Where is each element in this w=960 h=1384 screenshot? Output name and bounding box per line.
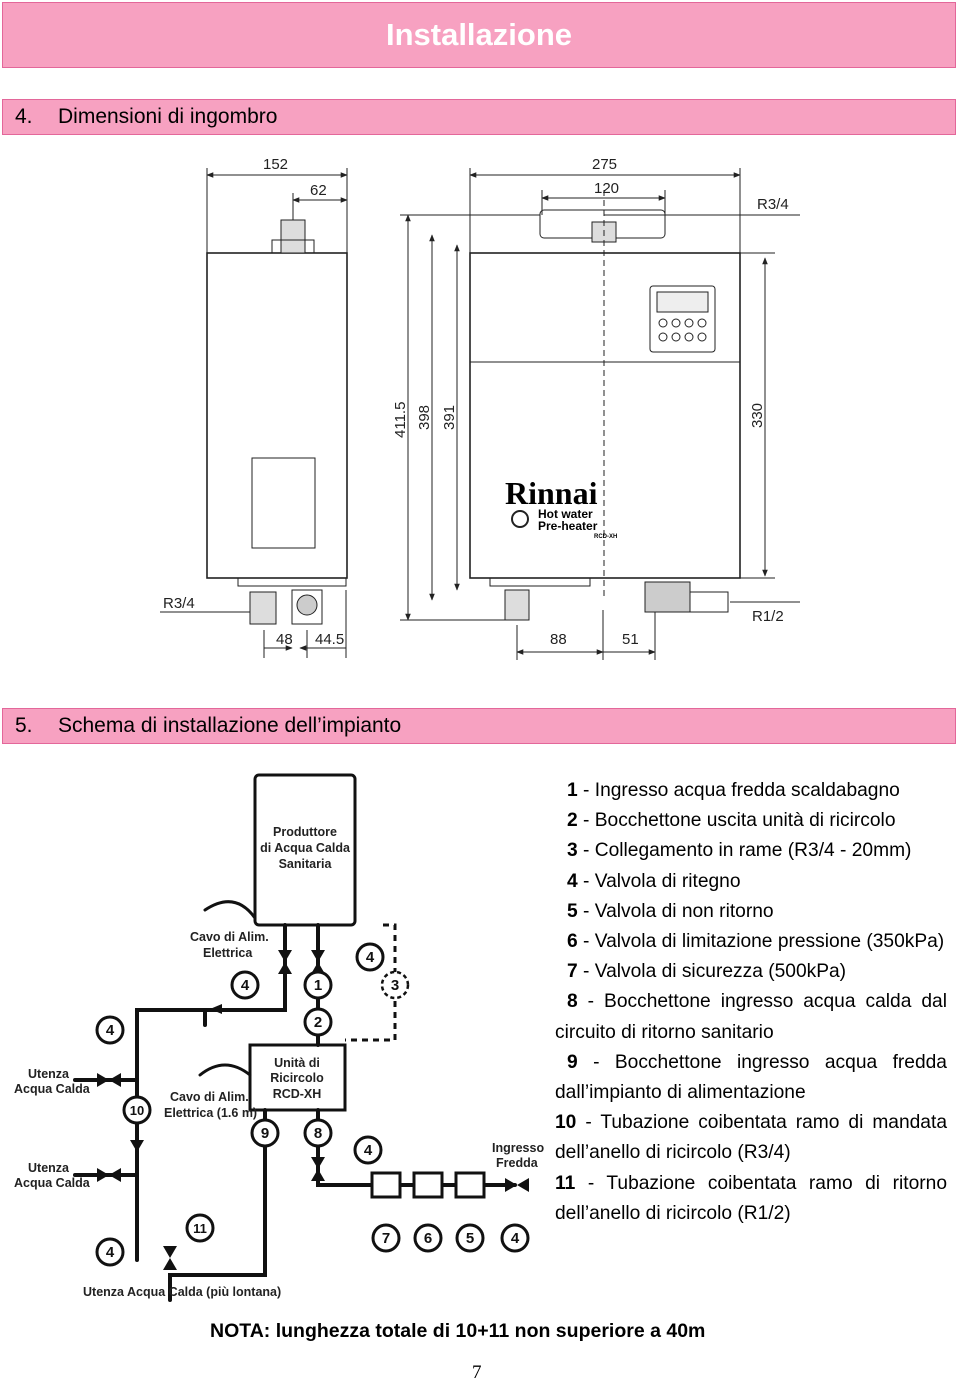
installation-schematic: 1 2 3 4 4 4 4 4 4 5 6 7 8 9 10 11 Produt… (14, 773, 544, 1302)
dim-411-5: 411.5 (392, 402, 409, 438)
legend-item: 4 - Valvola di ritegno (567, 870, 741, 892)
dim-391: 391 (441, 405, 458, 430)
page-number: 7 (472, 1362, 482, 1383)
unit-line3: RCD-XH (273, 1087, 322, 1101)
callout-4b: 4 (241, 977, 250, 994)
dim-r34-top: R3/4 (757, 196, 789, 213)
dim-51: 51 (622, 631, 639, 648)
ingresso-line1: Ingresso (492, 1141, 544, 1155)
utenza-far-label: Utenza Acqua Calda (più lontana) (83, 1285, 281, 1299)
brand-logo: Rinnai (505, 475, 598, 511)
utenza1-line2: Acqua Calda (14, 1082, 91, 1096)
front-view-body (469, 252, 741, 579)
legend-item: 6 - Valvola di limitazione pressione (35… (567, 931, 945, 953)
callout-4d: 4 (364, 1142, 373, 1159)
callout-1: 1 (314, 977, 322, 994)
callout-3: 3 (391, 977, 399, 994)
dim-88: 88 (550, 631, 567, 648)
brand-line2: Pre-heater (538, 519, 598, 533)
cable2-line2: Elettrica (1.6 m) (164, 1106, 257, 1120)
page-title: Installazione (385, 17, 573, 52)
dim-398: 398 (416, 405, 433, 430)
dim-275: 275 (592, 156, 617, 173)
dim-r34-left: R3/4 (163, 595, 195, 612)
header-bar: Installazione (2, 2, 956, 68)
callout-11: 11 (193, 1221, 207, 1236)
utenza1-line1: Utenza (28, 1067, 70, 1081)
legend-item: 3 - Collegamento in rame (R3/4 - 20mm) (567, 840, 912, 862)
legend-item: 8 - Bocchettone ingresso acqua calda dal… (555, 991, 947, 1043)
section-5-title: Schema di installazione dell’impianto (58, 714, 402, 737)
dim-48: 48 (276, 631, 293, 648)
callout-6: 6 (424, 1230, 432, 1247)
callout-4e: 4 (106, 1244, 115, 1261)
legend-item: 11 - Tubazione coibentata ramo di ritorn… (555, 1172, 947, 1224)
unit-line2: Ricircolo (270, 1071, 324, 1085)
callout-5: 5 (466, 1230, 474, 1247)
utenza2-line1: Utenza (28, 1161, 70, 1175)
callout-8: 8 (314, 1125, 322, 1142)
section-4-header: 4. Dimensioni di ingombro (2, 99, 956, 135)
callout-9: 9 (261, 1125, 269, 1142)
cable1-line1: Cavo di Alim. (190, 930, 269, 944)
unit-line1: Unità di (274, 1056, 320, 1070)
section-4-number: 4. (15, 105, 33, 128)
dim-r12: R1/2 (752, 608, 784, 625)
legend-list: 1 - Ingresso acqua fredda scaldabagno 2 … (555, 776, 947, 1229)
legend-item: 10 - Tubazione coibentata ramo di mandat… (555, 1112, 947, 1164)
section-5-number: 5. (15, 714, 33, 737)
brand-swirl-icon (511, 510, 529, 528)
dim-152: 152 (263, 156, 288, 173)
legend-item: 5 - Valvola di non ritorno (567, 900, 774, 922)
dim-330: 330 (749, 403, 766, 428)
producer-line2: di Acqua Calda (260, 841, 351, 855)
dimensions-drawing: 152 62 275 120 R3/4 411.5 398 391 330 R3… (160, 156, 800, 660)
brand-line1: Hot water (538, 507, 593, 521)
brand-model: RCD-XH (594, 534, 617, 540)
producer-line1: Produttore (273, 825, 337, 839)
callout-4c: 4 (106, 1022, 115, 1039)
callout-7: 7 (382, 1230, 390, 1247)
note: NOTA: lunghezza totale di 10+11 non supe… (210, 1320, 706, 1342)
legend-item: 2 - Bocchettone uscita unità di ricircol… (567, 810, 896, 832)
section-4-title: Dimensioni di ingombro (58, 105, 278, 128)
dim-44-5: 44.5 (315, 631, 344, 648)
callout-10: 10 (130, 1103, 144, 1118)
callout-2: 2 (314, 1014, 322, 1031)
side-view-body (206, 252, 348, 579)
legend-item: 9 - Bocchettone ingresso acqua fredda da… (555, 1051, 947, 1104)
legend-item: 7 - Valvola di sicurezza (500kPa) (567, 961, 847, 983)
cable2-line1: Cavo di Alim. (170, 1090, 249, 1104)
section-5-header: 5. Schema di installazione dell’impianto (2, 708, 956, 744)
callout-4a: 4 (366, 949, 375, 966)
dim-62: 62 (310, 182, 327, 199)
legend-item: 1 - Ingresso acqua fredda scaldabagno (567, 780, 900, 801)
utenza2-line2: Acqua Calda (14, 1176, 91, 1190)
ingresso-line2: Fredda (496, 1156, 539, 1170)
dim-120: 120 (594, 180, 619, 197)
callout-4f: 4 (511, 1230, 520, 1247)
producer-line3: Sanitaria (279, 857, 333, 871)
cable1-line2: Elettrica (203, 946, 253, 960)
